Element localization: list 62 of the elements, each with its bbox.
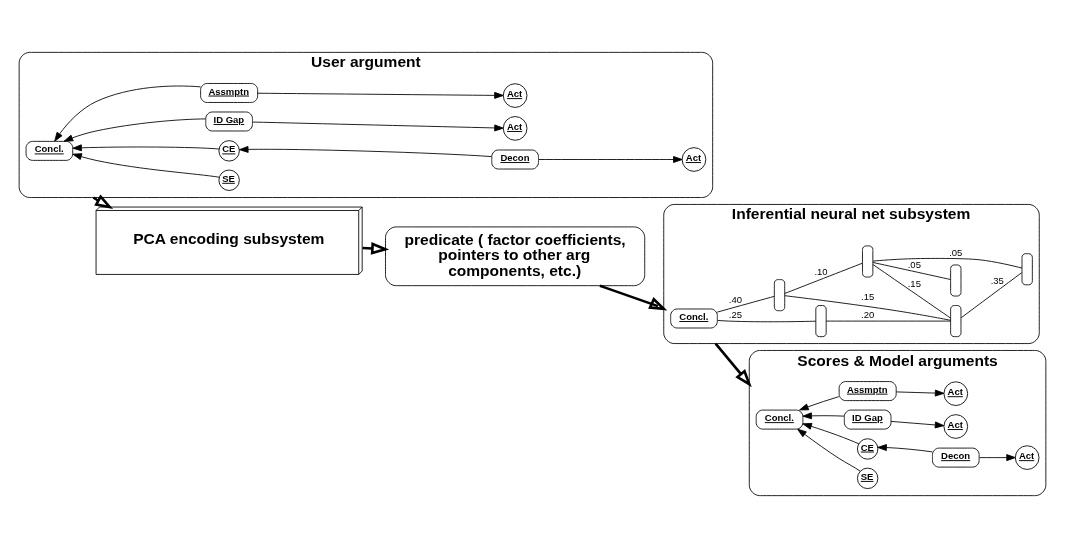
node-box: Assmptn xyxy=(200,83,259,103)
edge-label: .15 xyxy=(907,278,921,290)
node-bar xyxy=(950,264,962,297)
node-circle: CE xyxy=(857,438,879,460)
node-box: Concl. xyxy=(755,409,804,430)
arrow xyxy=(599,284,668,311)
connector xyxy=(717,320,816,323)
arrow xyxy=(63,118,206,142)
node-box: Decon xyxy=(491,149,539,170)
arrow xyxy=(877,444,933,453)
node-circle: Act xyxy=(943,414,969,439)
connector xyxy=(872,264,951,319)
node-circle: Act xyxy=(502,116,528,141)
node-bar xyxy=(773,279,786,312)
connector xyxy=(872,262,951,280)
arrow xyxy=(54,85,201,142)
connector xyxy=(825,320,951,322)
arrow xyxy=(890,420,945,429)
arrow xyxy=(802,412,845,420)
arrow xyxy=(797,428,861,472)
node-box: Decon xyxy=(932,447,980,468)
node-box: ID Gap xyxy=(205,111,253,132)
node-circle: CE xyxy=(218,140,240,162)
node-box: Concl. xyxy=(670,308,718,329)
connector xyxy=(716,295,775,313)
node-bar xyxy=(862,245,874,278)
edge-label: .15 xyxy=(861,291,875,303)
node-circle: SE xyxy=(218,169,240,191)
edge-label: .20 xyxy=(861,309,875,321)
arrow xyxy=(257,91,504,99)
edge-label: .25 xyxy=(728,309,743,321)
edge-label: .40 xyxy=(728,293,743,305)
node-bar xyxy=(1021,253,1033,286)
arrow xyxy=(72,153,220,178)
connector xyxy=(784,295,951,321)
node-bar xyxy=(950,305,962,338)
arrow xyxy=(979,454,1016,462)
node-circle: Act xyxy=(681,147,707,172)
arrow xyxy=(714,342,752,388)
edge-label: .05 xyxy=(949,247,963,259)
connector xyxy=(960,272,1023,319)
arrow xyxy=(895,389,945,397)
arrow xyxy=(239,145,492,157)
node-bar xyxy=(815,305,827,338)
node-box: predicate ( factor coefficients, pointers to other arg components, etc.) xyxy=(385,226,646,287)
edge-label: .10 xyxy=(814,266,828,278)
arrow xyxy=(802,423,860,445)
connector xyxy=(872,258,1023,269)
node-box: Concl. xyxy=(25,140,74,161)
node-circle: Act xyxy=(943,381,969,406)
edge-label: .35 xyxy=(990,274,1004,286)
edge-label: .05 xyxy=(907,259,921,271)
connector xyxy=(784,262,863,294)
node-circle: Act xyxy=(1014,445,1040,470)
node-circle: Act xyxy=(502,83,528,108)
arrow xyxy=(799,396,840,411)
node-box: Assmptn xyxy=(838,381,897,401)
node-box: ID Gap xyxy=(843,409,892,430)
node-circle: SE xyxy=(857,467,879,489)
arrow xyxy=(538,156,683,163)
arrow xyxy=(252,121,504,132)
arrow xyxy=(72,144,220,152)
